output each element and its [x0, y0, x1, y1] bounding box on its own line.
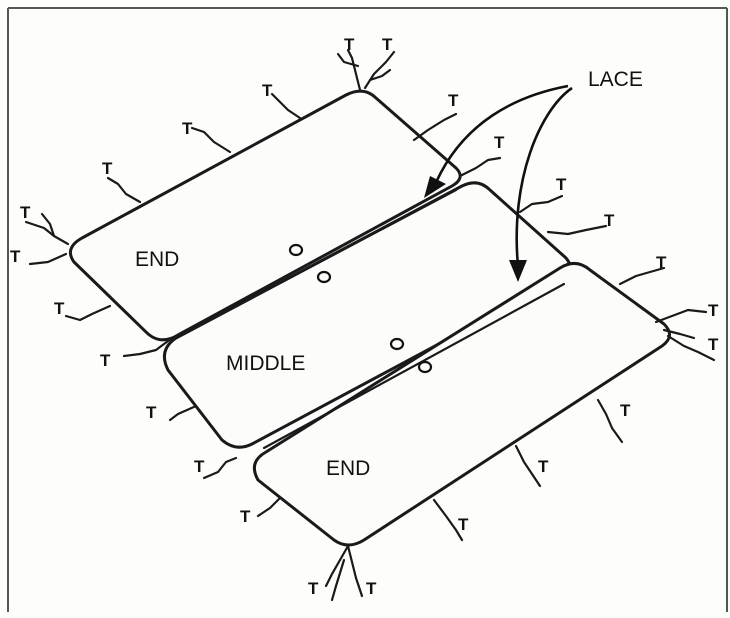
- tie-marker-t: T: [494, 133, 505, 152]
- tie-marker-t: T: [556, 175, 567, 194]
- end-panel-bottom: [252, 262, 671, 547]
- tie-marker-t: T: [102, 159, 113, 178]
- tie-marker-t: T: [308, 579, 319, 598]
- middle-label: MIDDLE: [226, 352, 305, 375]
- tie-marker-t: T: [538, 457, 549, 476]
- lace-seam-lower: [262, 282, 566, 450]
- tie-marker-t: T: [10, 247, 21, 266]
- tie-marker-t: T: [708, 301, 719, 320]
- tie-marker-t: T: [182, 119, 193, 138]
- tie-marker-t: T: [382, 35, 393, 54]
- ring-fitting-3: [389, 337, 405, 351]
- tie-marker-t: T: [604, 211, 615, 230]
- tie-marker-t: T: [146, 403, 157, 422]
- tie-marker-t: T: [240, 507, 251, 526]
- tie-marker-t: T: [20, 203, 31, 222]
- tie-marker-t: T: [344, 35, 355, 54]
- tie-marker-t: T: [620, 401, 631, 420]
- tie-marker-t: T: [366, 579, 377, 598]
- lace-seam-upper: [182, 188, 458, 336]
- end-label-top: END: [135, 248, 179, 271]
- tie-marker-t: T: [458, 515, 469, 534]
- lace-arrow-upper-head: [424, 176, 446, 198]
- lace-arrow-upper: [430, 84, 569, 193]
- tie-marker-t: T: [54, 299, 65, 318]
- tie-marker-t: T: [100, 351, 111, 370]
- ring-fitting-2: [316, 270, 332, 284]
- tie-marker-t: T: [262, 81, 273, 100]
- ring-fitting-1: [288, 243, 304, 257]
- tie-markers: T T T T T T T T T T T T T T T T T T T T …: [10, 35, 719, 598]
- tie-marker-t: T: [708, 335, 719, 354]
- tie-marker-t: T: [448, 91, 459, 110]
- tie-marker-t: T: [656, 253, 667, 272]
- tie-lines: [24, 48, 716, 602]
- lace-label: LACE: [588, 68, 643, 91]
- lace-arrow-lower-head: [509, 260, 527, 282]
- tie-marker-t: T: [194, 457, 205, 476]
- ring-fitting-4: [417, 360, 433, 374]
- lace-arrow-lower: [515, 86, 573, 267]
- end-label-bottom: END: [326, 457, 370, 480]
- end-panel-top: [68, 89, 462, 342]
